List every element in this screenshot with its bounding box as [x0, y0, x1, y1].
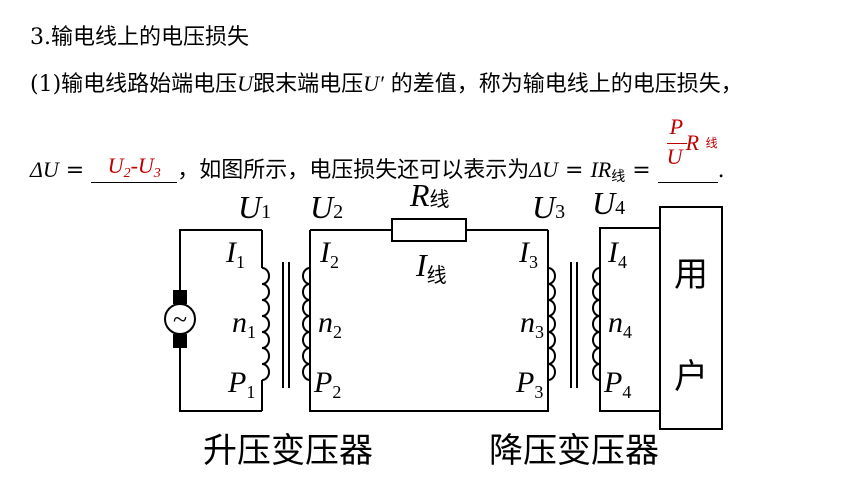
equals-sign: =	[58, 158, 92, 183]
fraction-denominator-u: U	[666, 144, 683, 169]
label-p1: P1	[227, 366, 255, 402]
para2-middle: ，如图所示，电压损失还可以表示为	[177, 158, 530, 183]
user-box	[659, 206, 723, 430]
period: .	[717, 158, 725, 183]
label-p2: P2	[313, 366, 341, 402]
generator-ac-symbol: ~	[173, 305, 187, 334]
user-label-yong: 用	[674, 257, 708, 294]
symbol-U-prime: U′	[363, 71, 384, 96]
label-u4: U4	[592, 185, 625, 221]
label-i-line: I线	[415, 247, 447, 287]
delta-u-symbol: ΔU	[30, 157, 59, 182]
paragraph-formula: ΔU = U2-U3，如图所示，电压损失还可以表示为ΔU = IR线 = P U…	[30, 114, 725, 187]
label-u1: U1	[238, 189, 271, 225]
fraction-r-subscript: 线	[705, 136, 718, 150]
symbol-U: U	[237, 71, 254, 96]
section-heading: 3.输电线上的电压损失	[30, 25, 249, 50]
step-down-primary-coil	[547, 267, 556, 381]
step-up-primary-coil	[261, 267, 270, 381]
step-down-transformer-caption: 降压变压器	[489, 432, 659, 470]
label-i4: I4	[607, 236, 627, 272]
para1-prefix: (1)输电线路始端电压	[30, 72, 238, 97]
label-u3: U3	[532, 189, 565, 225]
answer-blank-1: U2-U3	[91, 153, 178, 183]
step-down-secondary-coil	[592, 267, 601, 381]
label-i1: I1	[225, 236, 245, 272]
para1-suffix: 的差值，称为输电线上的电压损失，	[383, 72, 743, 97]
para1-mid: 跟末端电压	[253, 72, 364, 97]
line-resistor	[391, 218, 467, 242]
label-n1: n1	[232, 306, 256, 342]
label-n3: n3	[520, 306, 544, 342]
label-p3: P3	[515, 366, 543, 402]
answer1-text: U2-U3	[107, 153, 161, 181]
transmission-loop-wire	[309, 230, 549, 412]
user-loop-wire	[599, 227, 660, 412]
label-i2: I2	[319, 236, 339, 272]
label-i3: I3	[518, 236, 538, 272]
paragraph-definition: (1)输电线路始端电压U跟末端电压U′ 的差值，称为输电线上的电压损失，	[30, 66, 743, 98]
delta-u-symbol-2: ΔU	[529, 157, 559, 182]
ir-symbol: IR	[590, 157, 612, 182]
step-up-secondary-coil	[302, 267, 311, 381]
label-r-line: R线	[409, 177, 450, 213]
label-n4: n4	[608, 306, 632, 342]
label-n2: n2	[318, 306, 342, 342]
label-u2: U2	[310, 189, 343, 225]
generator-bottom-terminal	[173, 334, 187, 348]
fraction-bar	[666, 143, 687, 144]
user-label-hu: 户	[674, 358, 708, 396]
equals-sign-3: =	[625, 158, 658, 183]
label-p4: P4	[603, 366, 631, 402]
equals-sign-2: =	[558, 158, 591, 183]
fraction-numerator-p: P	[669, 114, 684, 139]
step-up-transformer-caption: 升压变压器	[203, 432, 373, 470]
answer-blank-2: P U R 线	[657, 114, 718, 183]
fraction-r: R	[685, 130, 700, 155]
generator-top-terminal	[173, 290, 187, 304]
xian-subscript: 线	[611, 169, 626, 185]
